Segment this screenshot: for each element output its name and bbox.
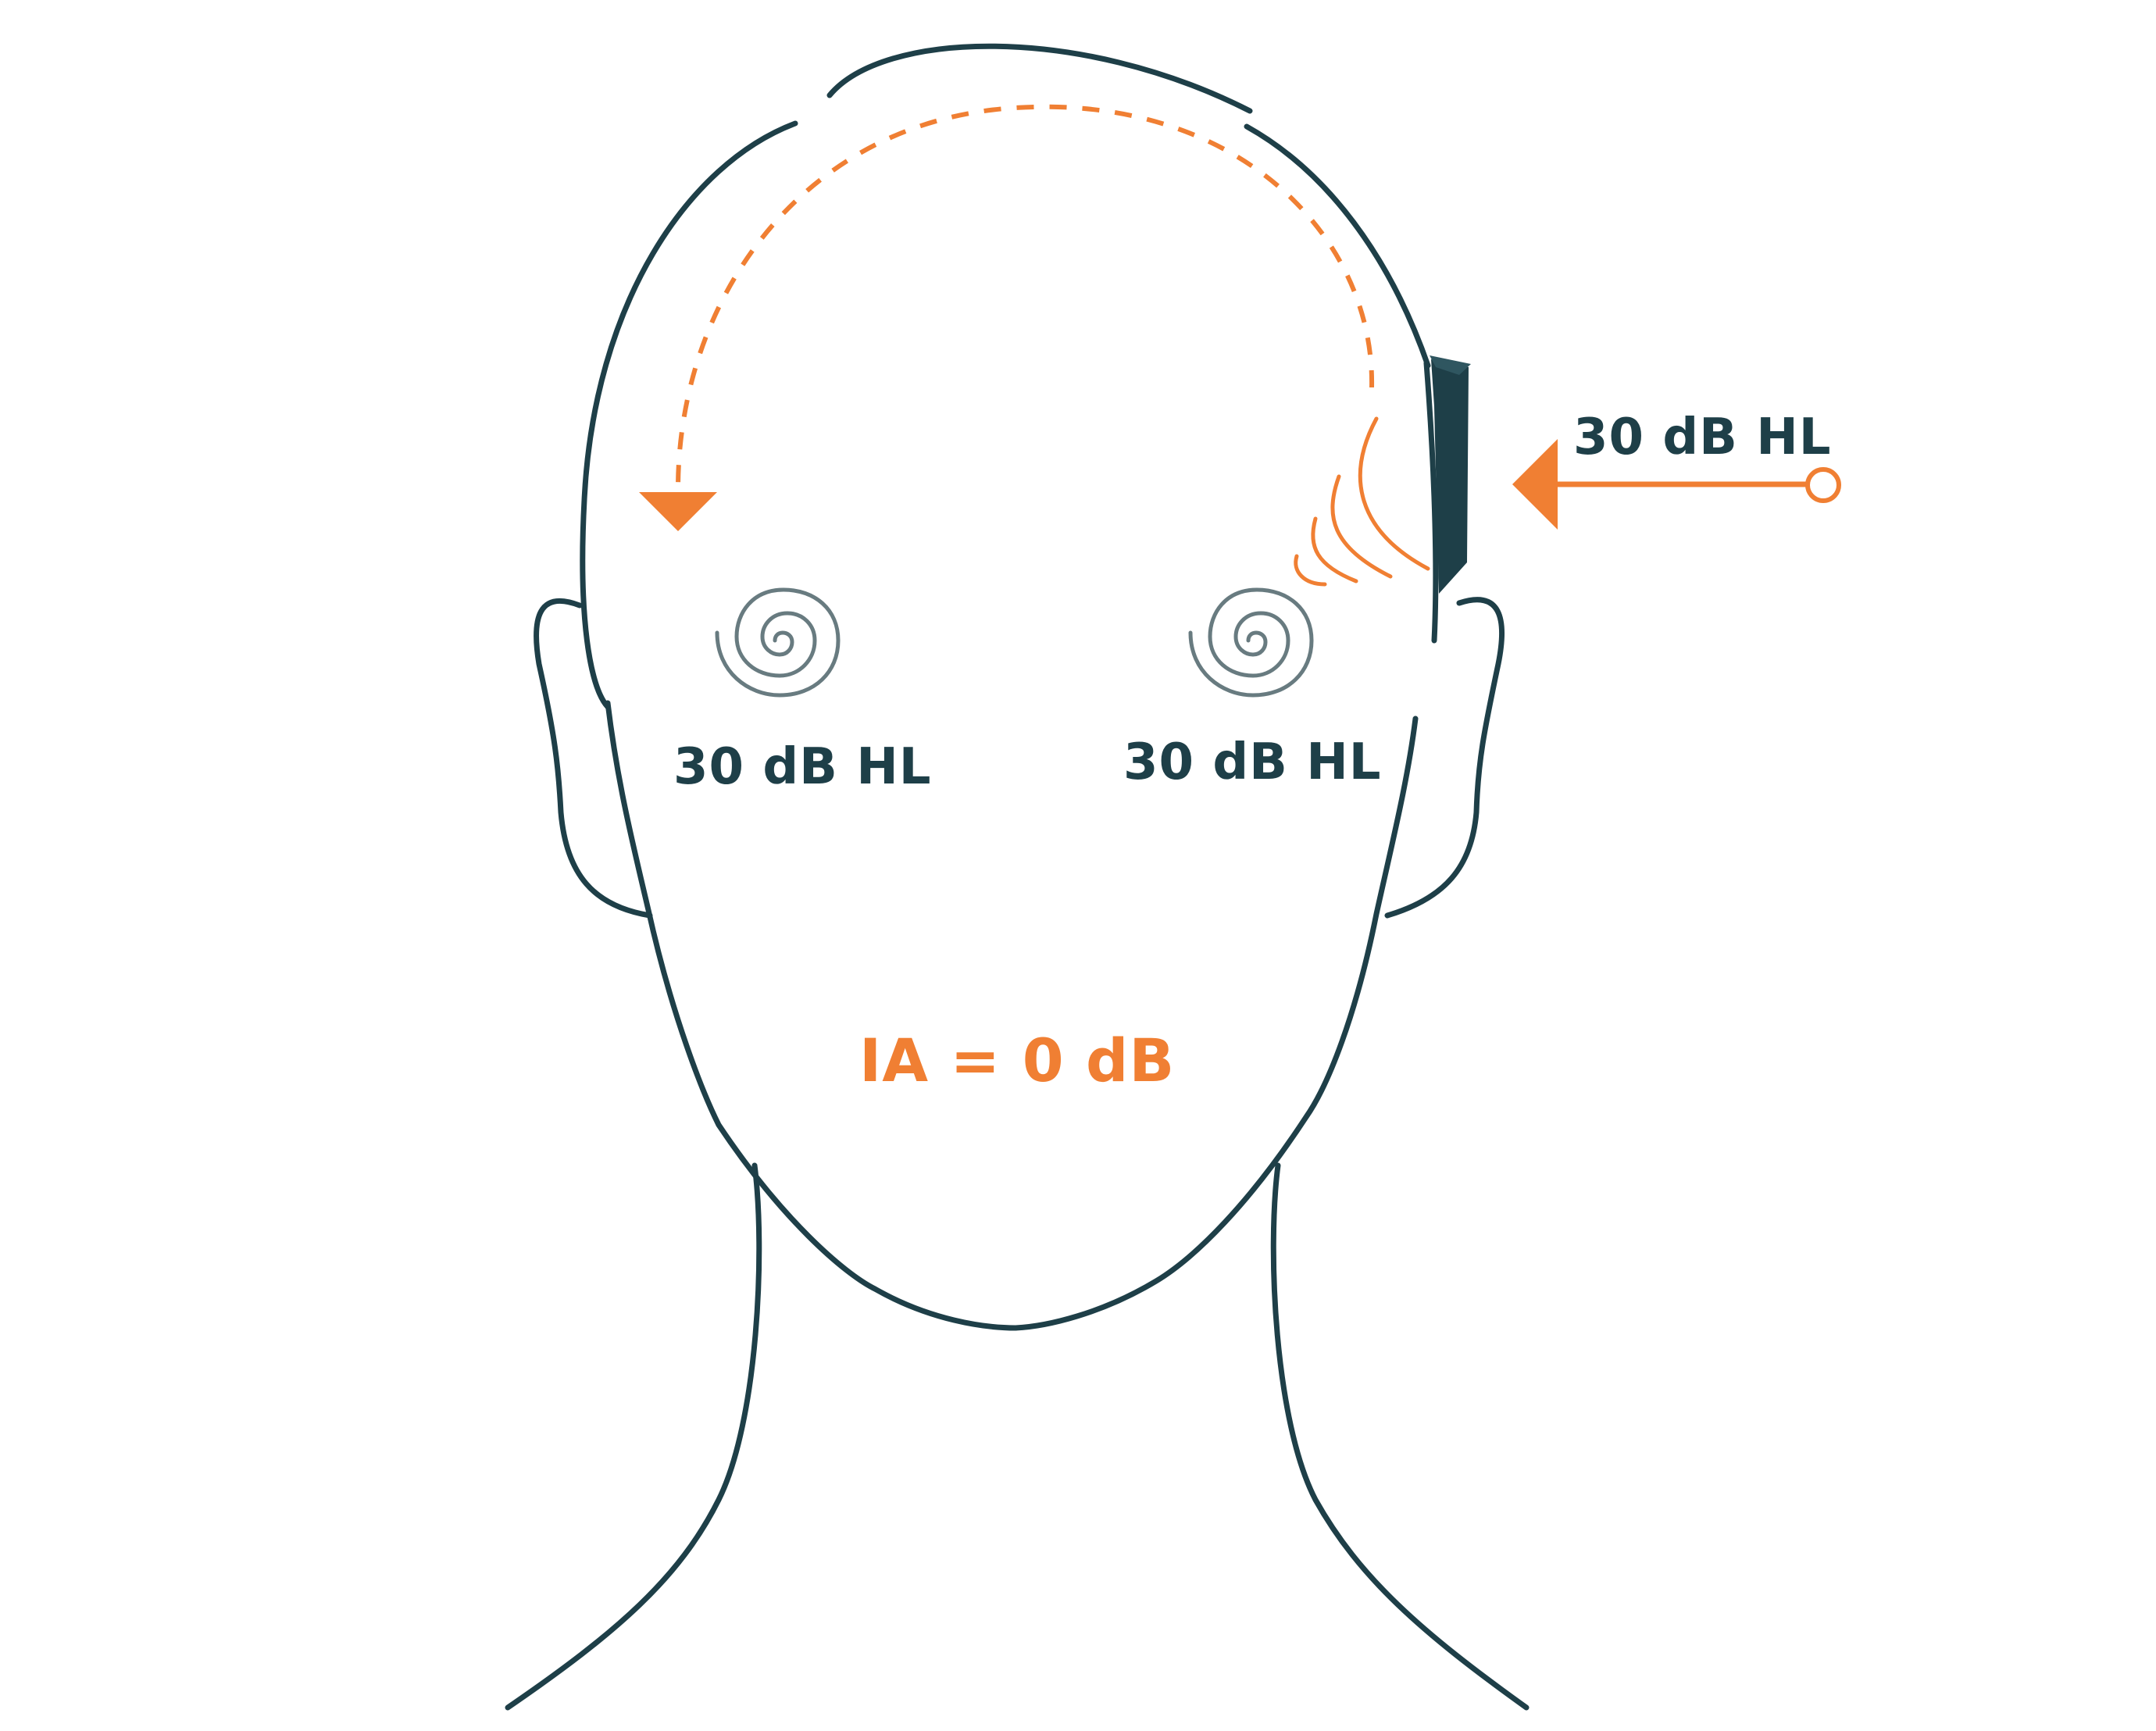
neck-left — [505, 1162, 762, 1711]
left-face-contour — [605, 700, 1019, 1331]
right-cochlea-icon — [1188, 587, 1314, 698]
right-temple-line — [1423, 360, 1439, 644]
head-outline — [505, 43, 1530, 1711]
neck-right — [1270, 1162, 1530, 1711]
crossover-arrowhead — [639, 492, 717, 531]
stimulus-source-circle — [1805, 467, 1841, 503]
interaural-attenuation-label: IA = 0 dB — [859, 1026, 1176, 1095]
crossover-path — [639, 104, 1375, 531]
right-face-contour — [1012, 716, 1419, 1331]
crossover-dashed-arc — [676, 104, 1375, 490]
right-head-contour — [1244, 123, 1431, 369]
arrow-left-icon — [1512, 439, 1558, 530]
hair-top — [826, 43, 1253, 114]
left-ear — [534, 598, 653, 919]
right-ear — [1384, 597, 1505, 919]
stimulus-arrow — [1512, 439, 1841, 530]
stimulus-level-label: 30 dB HL — [1573, 409, 1832, 466]
bone-conductor-icon — [1430, 355, 1471, 594]
left-cochlea-icon — [715, 587, 841, 698]
left-head-contour — [580, 120, 798, 710]
vibration-waves — [1294, 416, 1430, 587]
right-cochlea-level-label: 30 dB HL — [1123, 733, 1382, 791]
left-cochlea-level-label: 30 dB HL — [673, 738, 932, 796]
